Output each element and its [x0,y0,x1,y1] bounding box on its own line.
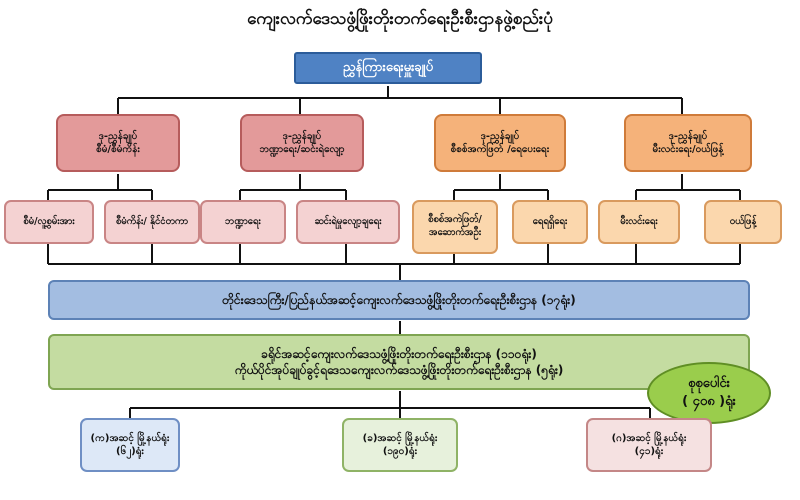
division-box: စီစစ်အကဲဖြတ်/ အဆောက်အဦး [412,200,498,254]
deputy-title: ဒု-ညွှန်ချုပ် [98,130,138,142]
township-label: (ခ)အဆင့် မြို့နယ်ရုံး [362,432,438,444]
township-label: (က)အဆင့် မြို့နယ်ရုံး [90,432,170,444]
deputy-title: ဒု-ညွှန်ချုပ် [668,130,708,142]
deputy-title: ဒု-ညွှန်ချုပ် [282,130,322,142]
division-box: စီမံ/လူ့စွမ်းအား [4,200,94,244]
township-label: (ဂ)အဆင့် မြို့နယ်ရုံး [611,432,687,444]
division-box: ဆင်းရဲမှုလျော့ချရေး [296,200,400,244]
deputy-box-admin: ဒု-ညွှန်ချုပ် စီမံ/စီမံကိန်း [56,114,180,172]
township-box-c: (ဂ)အဆင့် မြို့နယ်ရုံး (၄၁)ရုံး [586,418,712,472]
deputy-dept: စီမံ/စီမံကိန်း [96,144,140,155]
district-offices-box: ခရိုင်အဆင့်ကျေးလက်ဒေသဖွံ့ဖြိုးတိုးတက်ရေး… [48,334,750,390]
division-box: စီမံကိန်း/ နိုင်ငံတကာ [104,200,200,244]
division-box: ဘဏ္ဍာရေး [200,200,286,244]
deputy-title: ဒု-ညွှန်ချုပ် [480,130,520,142]
district-line-1: ခရိုင်အဆင့်ကျေးလက်ဒေသဖွံ့ဖြိုးတိုးတက်ရေး… [261,346,537,361]
deputy-box-water: ဒု-ညွှန်ချုပ် စီစစ်အကဲဖြတ် /ရေပေးရေး [434,114,566,172]
regional-offices-box: တိုင်းဒေသကြီး/ပြည်နယ်အဆင့်ကျေးလက်ဒေသဖွံ့… [48,280,750,320]
deputy-box-finance: ဒု-ညွှန်ချုပ် ဘဏ္ဍာရေး/ဆင်းရဲလျော့ [240,114,364,172]
deputy-dept: မီးလင်းရေး/ဝယ်ဖြန့် [652,144,724,155]
township-count: (၄၁)ရုံး [634,446,664,457]
total-offices-oval: စုစုပေါင်း ( ၄၀၈ )ရုံး [647,362,771,424]
township-box-a: (က)အဆင့် မြို့နယ်ရုံး (၆၂)ရုံး [80,418,180,472]
township-box-b: (ခ)အဆင့် မြို့နယ်ရုံး (၁၉၀)ရုံး [342,418,458,472]
division-box: မီးလင်းရေး [598,200,680,244]
director-general-box: ညွှန်ကြားရေးမှူးချုပ် [294,52,482,84]
division-box: ဝယ်ဖြန့် [704,200,782,244]
township-count: (၁၉၀)ရုံး [382,446,418,457]
total-label: စုစုပေါင်း [688,376,730,392]
deputy-dept: စီစစ်အကဲဖြတ် /ရေပေးရေး [450,144,550,155]
total-count: ( ၄၀၈ )ရုံး [682,394,736,409]
deputy-dept: ဘဏ္ဍာရေး/ဆင်းရဲလျော့ [259,144,345,155]
deputy-box-electricity: ဒု-ညွှန်ချုပ် မီးလင်းရေး/ဝယ်ဖြန့် [624,114,752,172]
township-count: (၆၂)ရုံး [116,446,144,457]
chart-title: ကျေးလက်ဒေသဖွံ့ဖြိုးတိုးတက်ရေးဦးစီးဌာနဖွဲ… [247,9,553,29]
division-box: ရေရရှိရေး [512,200,588,244]
district-line-2: ကိုယ်ပိုင်အုပ်ချုပ်ခွင့်ရဒေသကျေးလက်ဒေသဖွ… [234,363,564,377]
